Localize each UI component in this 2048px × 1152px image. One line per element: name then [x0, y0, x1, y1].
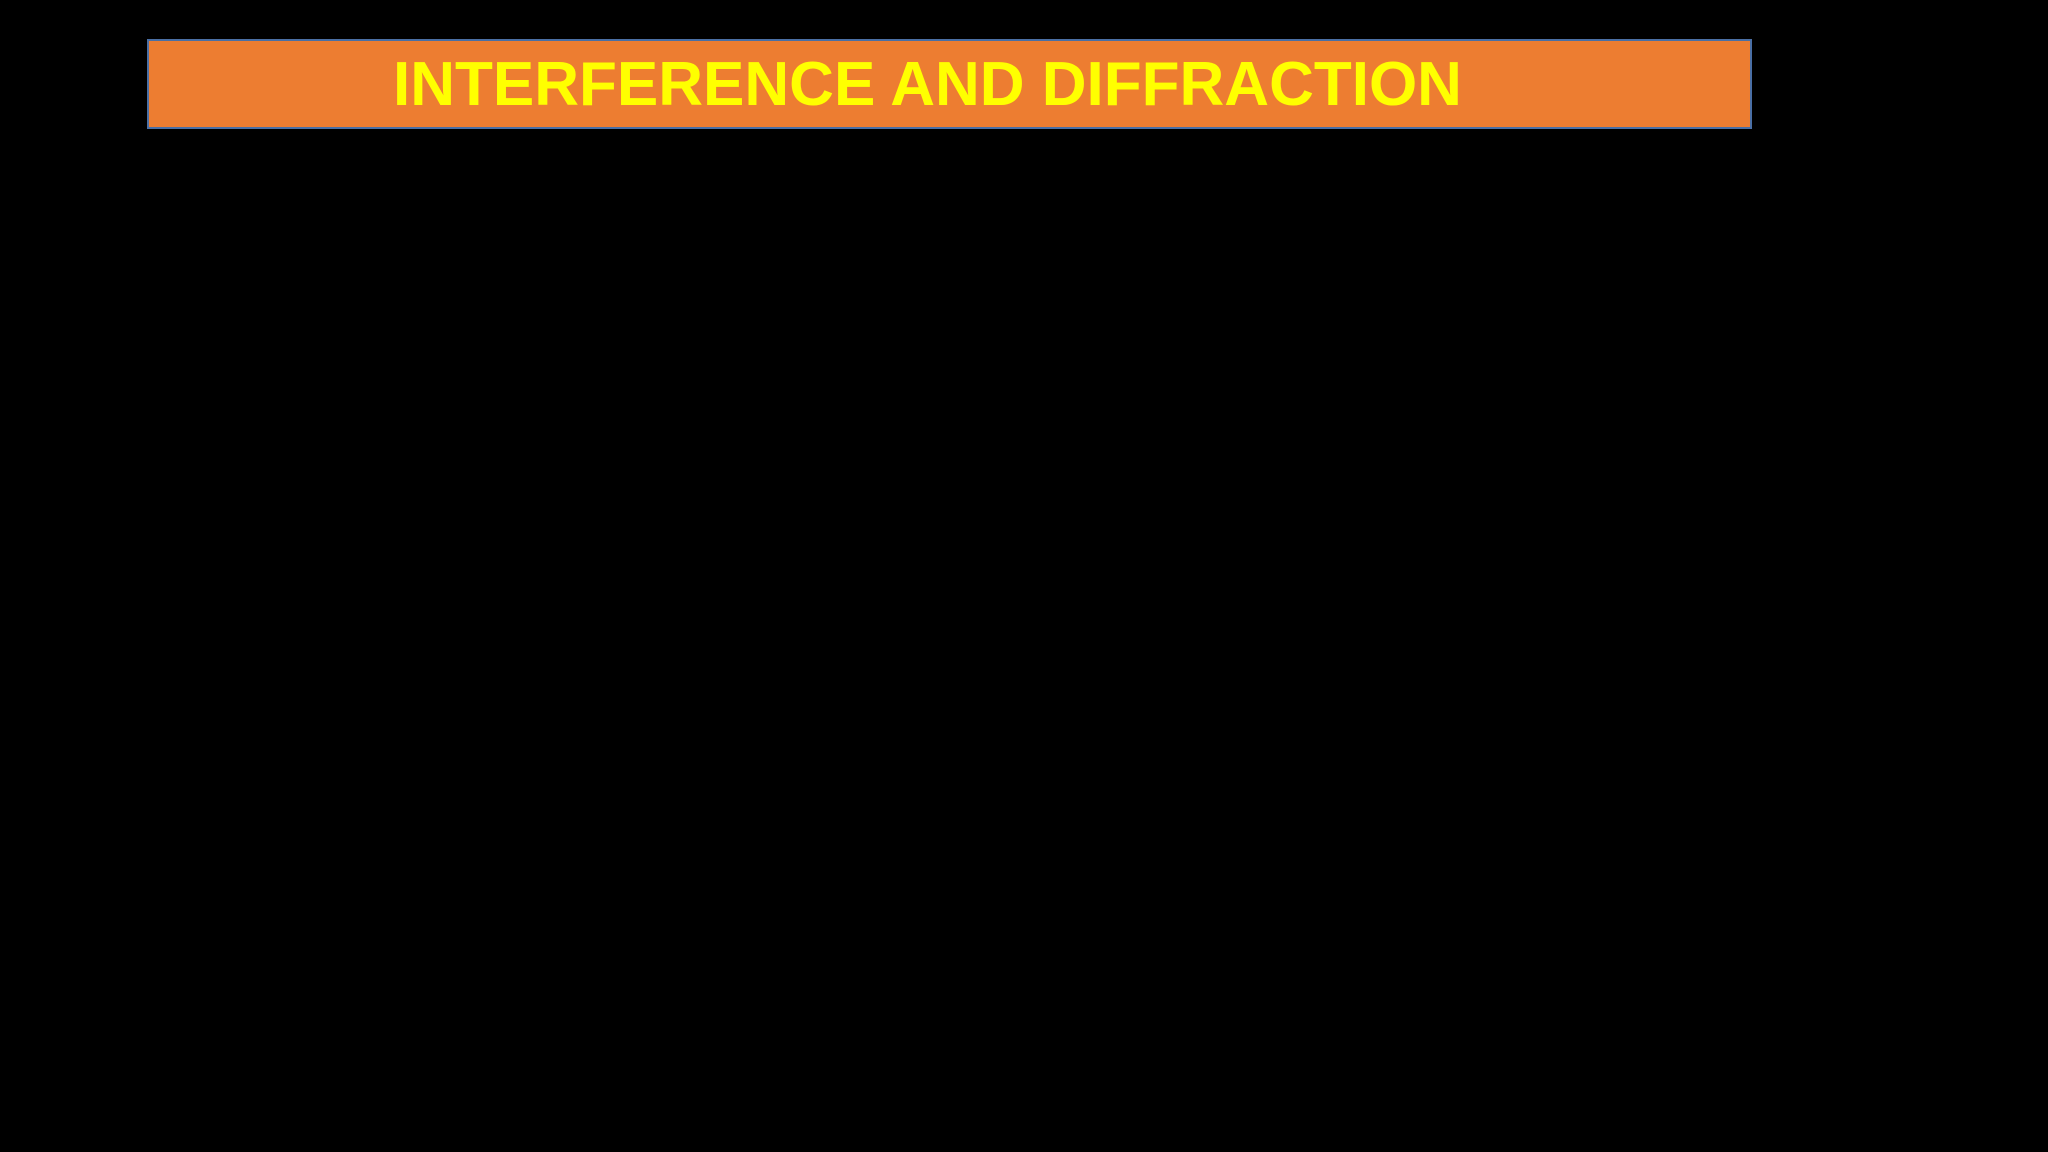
- angle-arc-upper: [954, 639, 986, 665]
- separation-d-label: d: [738, 693, 769, 759]
- page-title: INTERFERENCE AND DIFFRACTION: [393, 49, 1462, 119]
- slit-2-label: S: [856, 822, 888, 887]
- perpendicular-s1-n: [948, 587, 1063, 804]
- angle-theta-lower: θ: [1134, 658, 1163, 723]
- ray-midpoint-p: [955, 326, 1929, 718]
- slit-2-subscript: 2: [902, 852, 922, 897]
- ray-s2-p: [945, 326, 1929, 864]
- screen-label-leader: [1797, 234, 1929, 271]
- title-banner: INTERFERENCE AND DIFFRACTION: [147, 39, 1752, 129]
- ray-s1-p: [945, 326, 1929, 584]
- angle-arc-lower: [1110, 661, 1125, 722]
- right-angle-marker: [1006, 759, 1042, 821]
- point-p-label: P: [1952, 304, 1984, 369]
- slit-1-subscript: 1: [902, 572, 922, 617]
- point-o-label: O: [1962, 688, 2004, 753]
- screen-label: screen: [1580, 200, 1728, 265]
- slit-1-label: S: [856, 542, 888, 607]
- foot-n-label: N: [1034, 823, 1095, 898]
- distance-D-label: D: [1403, 989, 1447, 1055]
- angle-theta-upper: θ: [1026, 584, 1055, 649]
